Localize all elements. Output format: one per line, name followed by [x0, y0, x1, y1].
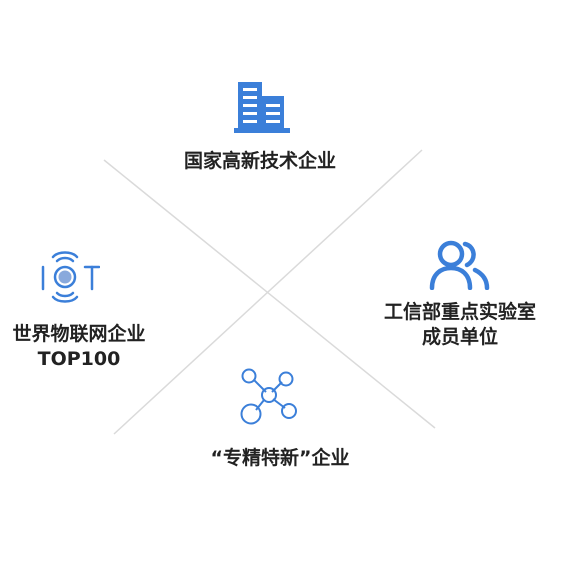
label-line: TOP100: [37, 348, 121, 370]
label-line: 工信部重点实验室: [383, 301, 536, 323]
label-line: 国家高新技术企业: [183, 150, 336, 172]
users-icon: [429, 240, 490, 290]
label-line: 世界物联网企业: [12, 323, 146, 345]
label-specialized-enterprise: “专精特新”企业: [160, 446, 400, 471]
iot-icon: [41, 251, 100, 303]
divider-line-up: [113, 149, 423, 435]
label-line: “专精特新”企业: [210, 447, 350, 469]
label-line: 成员单位: [421, 326, 498, 348]
network-icon: [240, 368, 297, 425]
label-miit-key-lab: 工信部重点实验室 成员单位: [360, 300, 560, 350]
divider-line-down: [103, 159, 436, 429]
label-high-tech-enterprise: 国家高新技术企业: [130, 149, 390, 174]
building-icon: [234, 82, 290, 133]
label-iot-top100: 世界物联网企业 TOP100: [0, 322, 158, 372]
